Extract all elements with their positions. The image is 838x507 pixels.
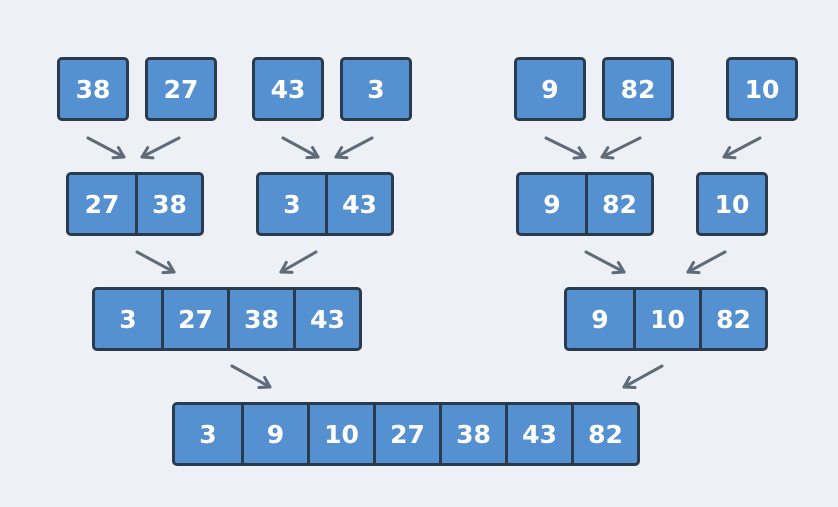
array-cell: 43 bbox=[325, 175, 391, 233]
merge-arrow bbox=[230, 364, 272, 389]
merge-arrow bbox=[279, 250, 318, 274]
array-cell: 43 bbox=[505, 405, 571, 463]
array-cell: 38 bbox=[135, 175, 201, 233]
array-cell: 10 bbox=[714, 189, 750, 219]
merge-arrow bbox=[281, 136, 320, 160]
array-cell: 82 bbox=[585, 175, 651, 233]
array-cell: 9 bbox=[241, 405, 307, 463]
array-cell: 27 bbox=[373, 405, 439, 463]
leaf-box: 27 bbox=[145, 57, 217, 121]
leaf-box: 10 bbox=[726, 57, 798, 121]
array-cell: 10 bbox=[744, 74, 780, 104]
array-cell: 10 bbox=[633, 290, 699, 348]
array-cell: 82 bbox=[699, 290, 765, 348]
array-cell: 38 bbox=[439, 405, 505, 463]
array-cell: 82 bbox=[620, 74, 656, 104]
array-cell: 38 bbox=[227, 290, 293, 348]
array-cell: 27 bbox=[163, 74, 199, 104]
array-cell: 82 bbox=[571, 405, 637, 463]
leaf-box: 9 bbox=[514, 57, 586, 121]
array-cell: 27 bbox=[161, 290, 227, 348]
array-cell: 10 bbox=[307, 405, 373, 463]
array-cell: 3 bbox=[367, 74, 385, 104]
pair-box: 10 bbox=[696, 172, 768, 236]
half-box: 9 10 82 bbox=[564, 287, 768, 351]
merge-arrow bbox=[86, 136, 126, 160]
pair-box: 3 43 bbox=[256, 172, 394, 236]
merge-arrow bbox=[140, 136, 181, 160]
leaf-box: 38 bbox=[57, 57, 129, 121]
merge-arrow bbox=[686, 250, 727, 275]
pair-box: 9 82 bbox=[516, 172, 654, 236]
array-cell: 9 bbox=[543, 189, 561, 219]
array-cell: 3 bbox=[199, 419, 217, 449]
merge-arrow bbox=[622, 364, 664, 389]
leaf-box: 82 bbox=[602, 57, 674, 121]
merge-arrow bbox=[544, 136, 587, 160]
pair-box: 27 38 bbox=[66, 172, 204, 236]
merge-arrow bbox=[722, 136, 762, 160]
array-cell: 9 bbox=[541, 74, 559, 104]
array-cell: 43 bbox=[293, 290, 359, 348]
merge-arrow bbox=[135, 250, 176, 275]
array-cell: 43 bbox=[270, 74, 306, 104]
array-cell: 3 bbox=[119, 304, 137, 334]
sorted-box: 3 9 10 27 38 43 82 bbox=[172, 402, 640, 466]
merge-arrow bbox=[600, 136, 642, 160]
merge-arrow bbox=[584, 250, 626, 275]
array-cell: 9 bbox=[591, 304, 609, 334]
array-cell: 3 bbox=[283, 189, 301, 219]
array-cell: 27 bbox=[84, 189, 120, 219]
leaf-box: 3 bbox=[340, 57, 412, 121]
merge-arrow bbox=[334, 136, 374, 160]
array-cell: 38 bbox=[75, 74, 111, 104]
half-box: 3 27 38 43 bbox=[92, 287, 362, 351]
leaf-box: 43 bbox=[252, 57, 324, 121]
